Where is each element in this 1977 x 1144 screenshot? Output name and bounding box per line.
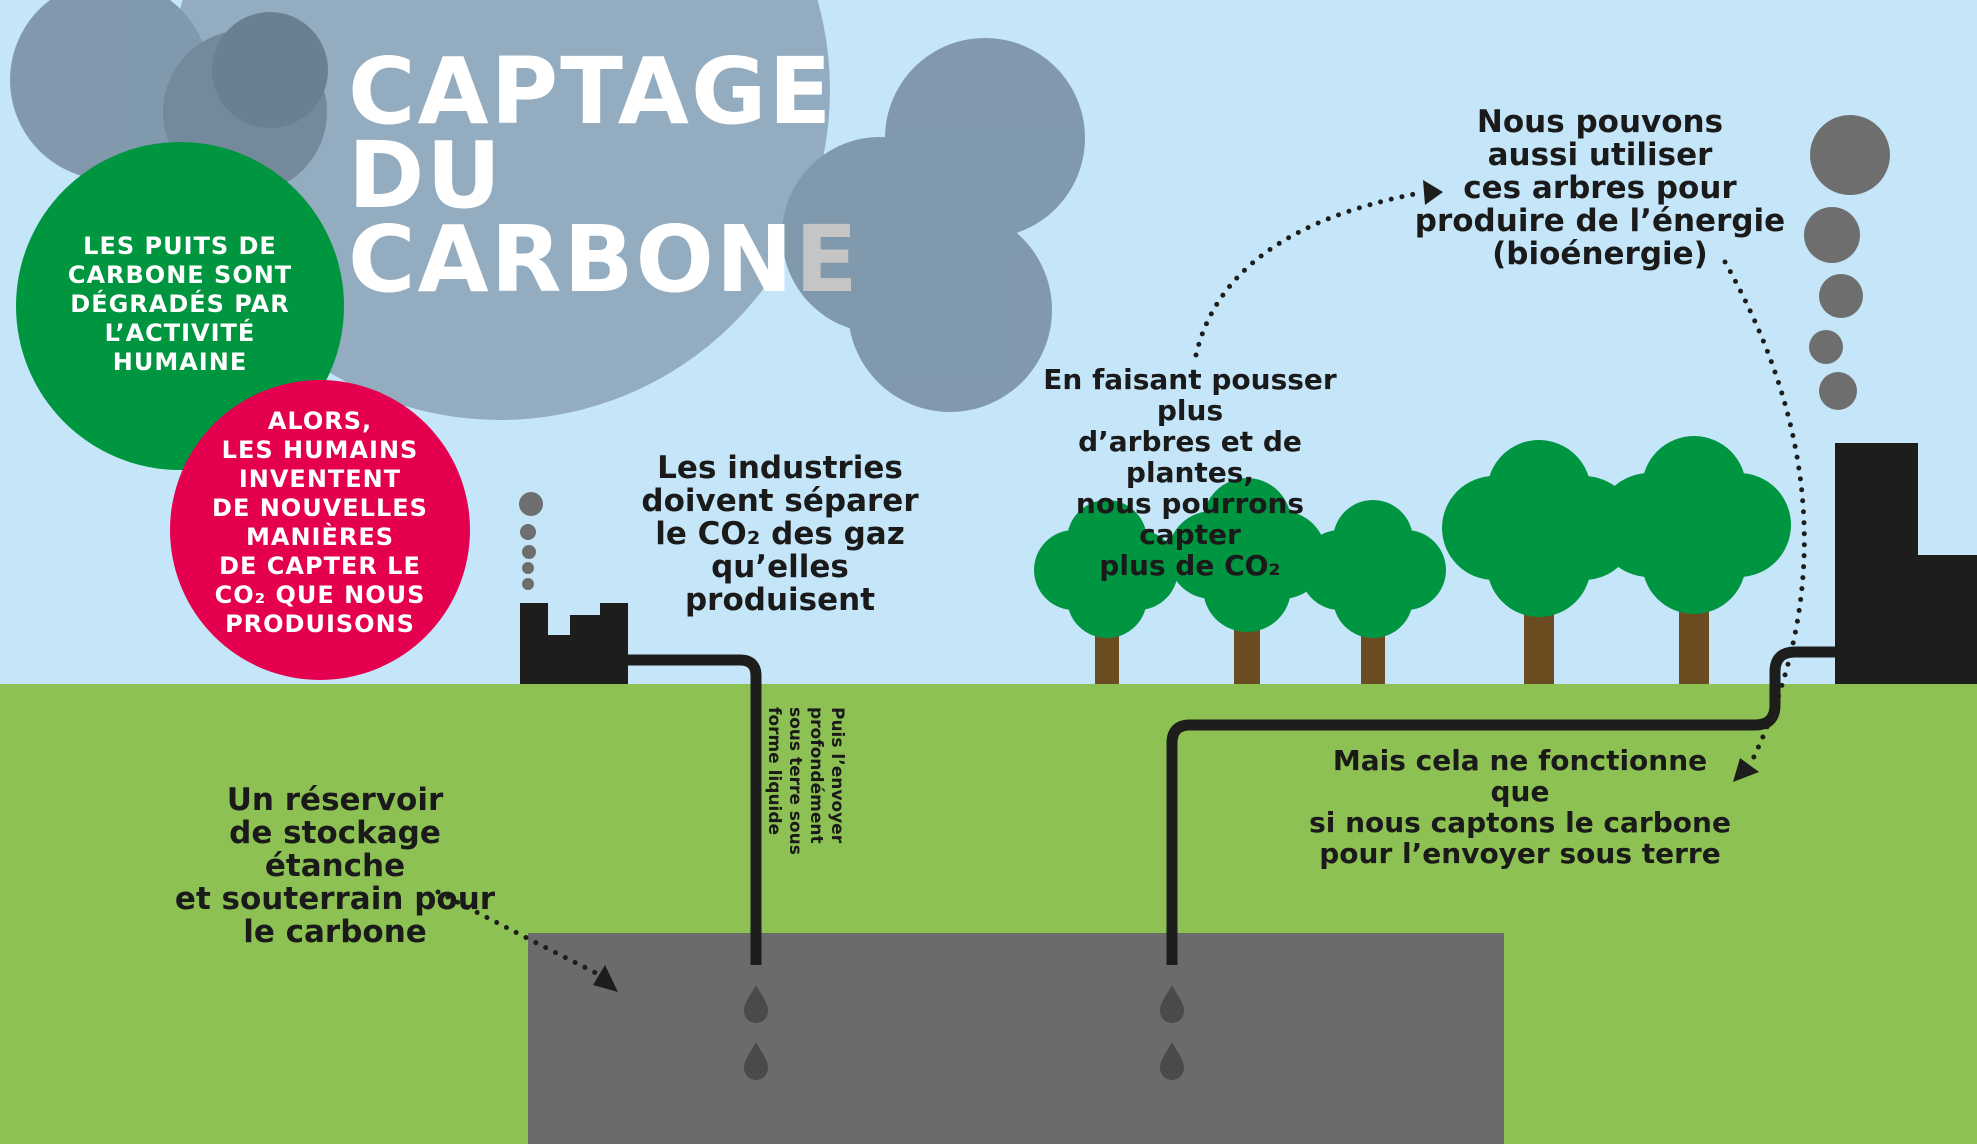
- tree: [1034, 500, 1178, 684]
- red-circle: [170, 380, 470, 680]
- vertical-pipe-label: Puis l’envoyer profondément sous terre s…: [764, 707, 847, 877]
- cloud-puff: [848, 208, 1052, 412]
- smoke-puff: [1819, 372, 1857, 410]
- text-line: d’arbres et de plantes,: [1078, 425, 1302, 489]
- left-pipe: [628, 654, 762, 965]
- text-line: En faisant pousser plus: [1043, 363, 1337, 427]
- smoke-puff: [1804, 207, 1860, 263]
- tree-canopy: [1203, 544, 1291, 632]
- green-circle: [16, 142, 344, 470]
- droplet: [744, 1042, 768, 1080]
- title-word: CARBON: [348, 206, 795, 313]
- reservoir-arrow: [435, 889, 603, 978]
- smoke-puff: [519, 492, 543, 516]
- text-line: INVENTENT: [238, 465, 402, 493]
- text-line: forme liquide: [764, 707, 784, 836]
- arrowhead: [1733, 758, 1759, 782]
- text-line: de stockage étanche: [229, 815, 441, 884]
- right-pipe: [1166, 646, 1835, 965]
- bioenergy-label: Nous pouvons aussi utiliser ces arbres p…: [1410, 106, 1790, 271]
- bioenergy-to-capture-arrow: [1722, 259, 1807, 768]
- tree-canopy: [1487, 513, 1591, 617]
- cloud-puff: [10, 0, 210, 180]
- droplet: [1160, 985, 1184, 1023]
- text-line: si nous captons le carbone: [1309, 806, 1731, 839]
- text-line: Puis l’envoyer: [827, 707, 847, 844]
- industries-label: Les industries doivent séparer le CO₂ de…: [615, 452, 945, 617]
- capture-label: Mais cela ne fonctionne que si nous capt…: [1300, 745, 1740, 869]
- green-circle-text: LES PUITS DE CARBONE SONT DÉGRADÉS PAR L…: [40, 232, 320, 377]
- text-line: CO₂ QUE NOUS: [214, 581, 426, 609]
- cloud-puff: [212, 12, 328, 128]
- text-line: Un réservoir: [226, 782, 444, 818]
- factory-building: [520, 603, 628, 684]
- trees-to-bioenergy-arrow: [1193, 190, 1423, 358]
- text-line: le CO₂ des gaz: [655, 516, 905, 552]
- text-line: le carbone: [243, 914, 427, 950]
- text-line: qu’elles produisent: [684, 549, 876, 618]
- droplet: [1160, 1042, 1184, 1080]
- trees-label: En faisant pousser plus d’arbres et de p…: [1030, 364, 1350, 581]
- factory-building: [1835, 443, 1977, 684]
- title-line: CAPTAGE: [348, 38, 834, 145]
- arrowhead: [593, 965, 618, 992]
- text-line: Mais cela ne fonctionne que: [1332, 744, 1708, 808]
- smoke-puff: [522, 562, 534, 574]
- reservoir-label: Un réservoir de stockage étanche et sout…: [170, 784, 500, 949]
- smoke-puff: [1809, 330, 1843, 364]
- text-line: LES PUITS DE: [83, 232, 277, 260]
- text-line: produire de l’énergie: [1414, 203, 1786, 239]
- smoke-puff: [522, 578, 534, 590]
- title-last-letter: E: [794, 206, 860, 313]
- text-line: DÉGRADÉS PAR: [70, 290, 290, 318]
- red-circle-text: ALORS, LES HUMAINS INVENTENT DE NOUVELLE…: [190, 407, 450, 639]
- tree-canopy: [1333, 558, 1413, 638]
- tree-canopy: [1642, 510, 1746, 614]
- text-line: ces arbres pour: [1463, 170, 1737, 206]
- tree: [1597, 436, 1791, 684]
- title-line: DU: [348, 122, 504, 229]
- text-line: (bioénergie): [1492, 236, 1708, 272]
- right-factory: [1804, 115, 1977, 684]
- droplet: [744, 985, 768, 1023]
- text-line: Nous pouvons: [1476, 104, 1724, 140]
- arrowhead: [1423, 180, 1443, 205]
- text-line: profondément: [806, 707, 826, 844]
- smoke-puff: [1810, 115, 1890, 195]
- text-line: DE CAPTER LE: [219, 552, 421, 580]
- text-line: Les industries: [657, 450, 903, 486]
- text-line: pour l’envoyer sous terre: [1319, 837, 1721, 870]
- text-line: LES HUMAINS: [221, 436, 419, 464]
- page-title: CAPTAGE DU CARBONE: [348, 38, 860, 306]
- left-factory: [519, 492, 628, 684]
- text-line: plus de CO₂: [1099, 549, 1281, 582]
- text-line: MANIÈRES: [245, 523, 395, 551]
- text-line: CARBONE SONT: [67, 261, 293, 289]
- storage-reservoir: [528, 933, 1504, 1144]
- tree: [1300, 500, 1446, 684]
- text-line: nous pourrons capter: [1075, 487, 1305, 551]
- text-line: ALORS,: [267, 407, 373, 435]
- text-line: L’ACTIVITÉ: [104, 319, 256, 347]
- text-line: doivent séparer: [641, 483, 919, 519]
- text-line: DE NOUVELLES: [212, 494, 428, 522]
- text-line: aussi utiliser: [1487, 137, 1713, 173]
- text-line: et souterrain pour: [174, 881, 496, 917]
- text-line: sous terre sous: [785, 707, 805, 855]
- text-line: HUMAINE: [112, 348, 248, 376]
- tree-canopy: [1067, 558, 1147, 638]
- smoke-puff: [1819, 274, 1863, 318]
- smoke-puff: [520, 524, 536, 540]
- text-line: PRODUISONS: [225, 610, 415, 638]
- smoke-puff: [522, 545, 536, 559]
- title-line: CARBONE: [348, 214, 860, 306]
